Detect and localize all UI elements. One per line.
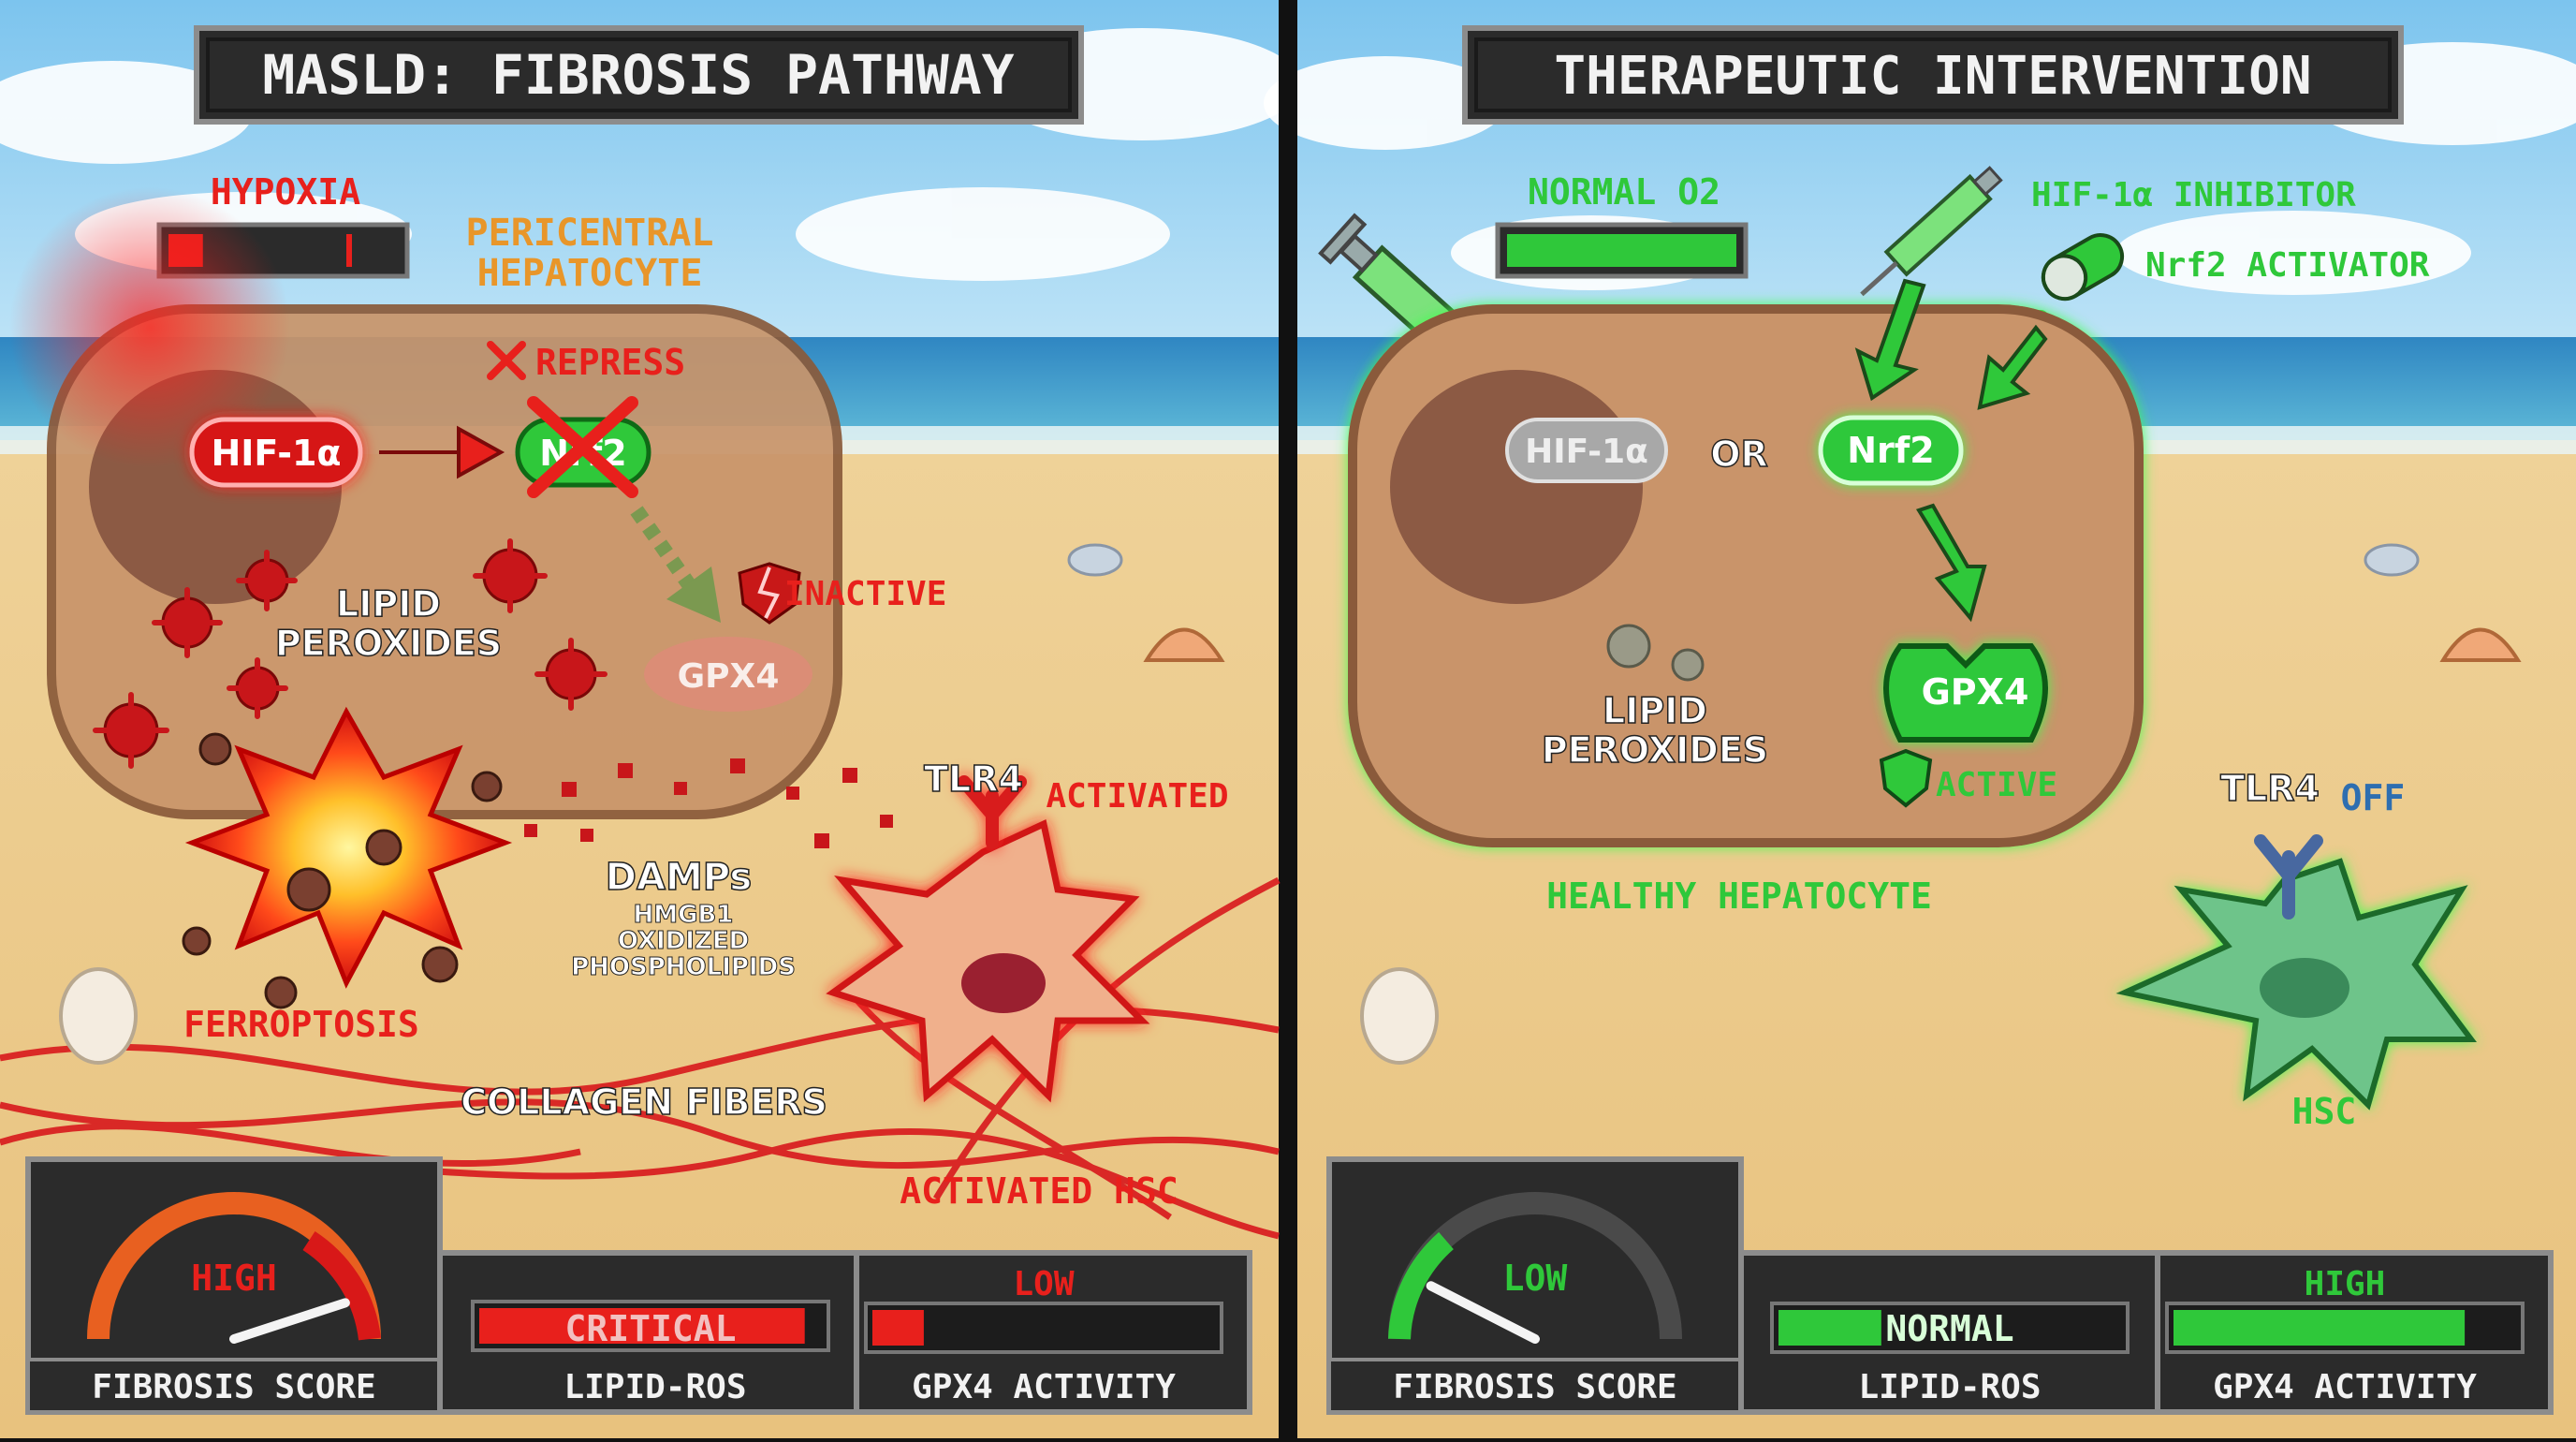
inactive-label: INACTIVE: [784, 575, 946, 613]
repress-label: REPRESS: [535, 342, 685, 383]
lipid-peroxide-spikes: [93, 538, 607, 769]
hif1a-protein: [189, 417, 363, 488]
neutralized-peroxides: [1606, 624, 1705, 682]
gpx4-active-enzyme: [1883, 643, 2048, 743]
or-label: OR: [1710, 434, 1768, 475]
left-gpx4-meter: LOW GPX4 ACTIVITY: [854, 1250, 1252, 1415]
gpx4-bar-fill-left: [872, 1310, 924, 1346]
gpx4-bar-fill-right: [2174, 1310, 2466, 1346]
tlr4-label-left: TLR4: [924, 758, 1023, 800]
faded-arrow-to-gpx4: [630, 506, 721, 623]
nrf2-protein-active: [1818, 415, 1964, 486]
tlr4-receptor-active: [958, 775, 1027, 849]
tlr4-label-right: TLR4: [2220, 768, 2320, 809]
left-title: MASLD: FIBROSIS PATHWAY: [262, 43, 1014, 107]
gpx4-value-right: HIGH: [2305, 1265, 2386, 1303]
collagen-label: COLLAGEN FIBERS: [461, 1082, 827, 1123]
tlr4-receptor-off: [2254, 834, 2323, 920]
fibrosis-value-left: HIGH: [191, 1258, 277, 1299]
right-title-banner: THERAPEUTIC INTERVENTION: [1462, 25, 2404, 125]
right-title: THERAPEUTIC INTERVENTION: [1554, 46, 2311, 107]
damps-sub-1: HMGB1: [634, 901, 734, 929]
active-label: ACTIVE: [1936, 766, 2057, 804]
nucleus-right: [1390, 370, 1643, 604]
lipid-label-left-1: LIPID: [336, 583, 441, 625]
activator-label: Nrf2 ACTIVATOR: [2145, 246, 2430, 285]
oxygen-bar-fill: [1507, 234, 1736, 267]
activated-hsc-label: ACTIVATED HSC: [900, 1170, 1178, 1212]
fibrosis-needle-right: [1426, 1281, 1540, 1344]
damps-sub-2: OXIDIZED: [618, 927, 749, 955]
hif1a-label-right: HIF-1α: [1525, 433, 1648, 471]
activated-label: ACTIVATED: [1046, 777, 1228, 816]
damps-particles: [524, 758, 893, 848]
ros-label-left: LIPID-ROS: [564, 1368, 746, 1406]
gpx4-label-right: GPX4: [1922, 671, 2029, 713]
gpx4-inactive-enzyme: [644, 637, 812, 712]
repress-small-x-icon: [487, 341, 526, 380]
fibrosis-value-right: LOW: [1503, 1258, 1568, 1299]
panel-divider: [1279, 0, 1297, 1438]
right-gpx4-meter: HIGH GPX4 ACTIVITY: [2155, 1250, 2554, 1415]
hsc-label: HSC: [2292, 1091, 2357, 1132]
damps-label: DAMPs: [606, 856, 752, 899]
fibrosis-needle-left: [229, 1298, 350, 1344]
lipid-label-left-2: PEROXIDES: [275, 623, 502, 664]
hif1a-label: HIF-1α: [211, 433, 341, 474]
hsc-nucleus-right: [2260, 958, 2349, 1018]
inhibitor-syringe-icon: [1860, 166, 2003, 297]
green-arrows: [1854, 278, 2048, 623]
left-fibrosis-gauge: HIGH FIBROSIS SCORE: [25, 1156, 443, 1415]
ros-value-left: CRITICAL: [564, 1308, 736, 1349]
gpx4-label-right-meter: GPX4 ACTIVITY: [2213, 1368, 2477, 1406]
hif1a-protein-inhibited: [1505, 418, 1668, 483]
left-title-banner: MASLD: FIBROSIS PATHWAY: [194, 25, 1084, 125]
hypoxia-glow: [9, 187, 290, 468]
ros-bar-fill-right: [1778, 1310, 1881, 1346]
oxygen-label: NORMAL O2: [1528, 171, 1720, 213]
hif-to-nrf2-arrow: [379, 425, 505, 479]
healthy-hepatocyte-label: HEALTHY HEPATOCYTE: [1546, 876, 1932, 917]
seashell-decoration: [59, 543, 1225, 1065]
ros-bar-fill-left: [479, 1308, 805, 1344]
shield-icon: [1879, 748, 1933, 808]
lipid-label-right-1: LIPID: [1603, 690, 1707, 731]
seashell-decoration-right: [1360, 543, 2522, 1065]
ferroptosis-label: FERROPTOSIS: [183, 1004, 419, 1045]
gpx4-label-left-meter: GPX4 ACTIVITY: [912, 1368, 1176, 1406]
broken-shield-icon: [738, 562, 801, 625]
nrf2-label-right: Nrf2: [1847, 430, 1935, 471]
fibrosis-label-left: FIBROSIS SCORE: [92, 1368, 375, 1406]
damps-sub-3: PHOSPHOLIPIDS: [571, 953, 796, 981]
pericentral-label-2: HEPATOCYTE: [477, 252, 703, 295]
fibrosis-label-right: FIBROSIS SCORE: [1393, 1368, 1676, 1406]
off-label: OFF: [2341, 777, 2406, 818]
gpx4-label-left: GPX4: [678, 657, 780, 696]
oxygen-indicator: NORMAL O2: [1495, 171, 1749, 279]
left-ros-meter: CRITICAL LIPID-ROS: [437, 1250, 878, 1415]
hsc-nucleus-left: [961, 953, 1046, 1013]
right-ros-meter: NORMAL LIPID-ROS: [1738, 1250, 2179, 1415]
gpx4-value-left: LOW: [1013, 1265, 1074, 1303]
ros-label-right: LIPID-ROS: [1858, 1368, 2041, 1406]
ferroptosis-explosion: [182, 706, 513, 1009]
ros-value-right: NORMAL: [1885, 1308, 2013, 1349]
pericentral-label-1: PERICENTRAL: [466, 212, 714, 255]
repress-x-icon: [527, 396, 638, 498]
inhibitor-label: HIF-1α INHIBITOR: [2031, 176, 2356, 214]
right-fibrosis-gauge: LOW FIBROSIS SCORE: [1326, 1156, 1744, 1415]
lipid-label-right-2: PEROXIDES: [1542, 729, 1768, 771]
hypoxia-label: HYPOXIA: [211, 171, 360, 213]
